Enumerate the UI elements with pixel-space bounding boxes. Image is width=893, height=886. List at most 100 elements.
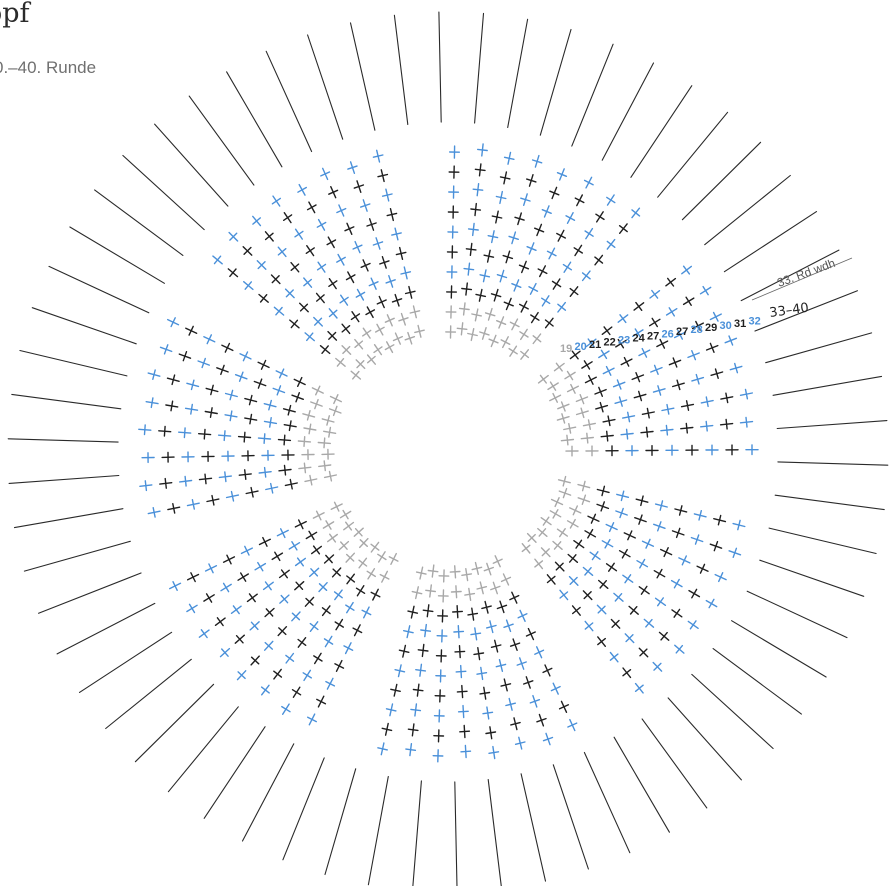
stitch-stroke <box>472 188 484 191</box>
stitch-symbol <box>534 223 545 237</box>
stitch-symbol <box>446 245 458 259</box>
stitch-stroke <box>617 338 625 349</box>
stitch-stroke <box>599 580 607 589</box>
stitch-stroke <box>252 217 261 225</box>
stitch-stroke <box>340 541 348 550</box>
stitch-symbol <box>293 376 306 387</box>
stitch-stroke <box>232 605 240 615</box>
stitch-symbol <box>345 552 355 563</box>
stitch-stroke <box>673 608 681 618</box>
stitch-stroke <box>509 321 520 328</box>
stitch-stroke <box>526 245 537 252</box>
stitch-stroke <box>425 589 436 593</box>
stitch-symbol <box>631 372 645 383</box>
stitch-symbol <box>728 547 742 558</box>
stitch-stroke <box>275 306 283 316</box>
stitch-stroke <box>600 501 605 512</box>
stitch-symbol <box>674 644 685 654</box>
stitch-stroke <box>422 609 434 613</box>
stitch-symbol <box>161 451 175 463</box>
spoke-line <box>56 602 156 655</box>
stitch-stroke <box>352 627 363 634</box>
stitch-symbol <box>198 473 213 485</box>
stitch-symbol <box>385 703 397 717</box>
spoke-line <box>349 22 376 131</box>
stitch-stroke <box>356 360 365 369</box>
stitch-stroke <box>712 311 719 322</box>
stitch-stroke <box>184 475 187 487</box>
stitch-stroke <box>728 335 734 346</box>
stitch-symbol <box>549 186 560 200</box>
stitch-symbol <box>503 151 515 165</box>
spoke-line <box>154 123 229 207</box>
stitch-stroke <box>152 507 156 518</box>
stitch-stroke <box>262 536 268 547</box>
stitch-stroke <box>681 555 687 566</box>
stitch-stroke <box>479 331 490 336</box>
stitch-symbol <box>620 356 633 367</box>
stitch-symbol <box>687 350 700 361</box>
stitch-symbol <box>483 562 494 576</box>
stitch-symbol <box>467 607 479 621</box>
stitch-stroke <box>499 176 511 180</box>
stitch-symbol <box>446 265 458 279</box>
stitch-symbol <box>390 683 401 697</box>
stitch-symbol <box>350 370 362 380</box>
stitch-stroke <box>541 297 551 305</box>
stitch-symbol <box>366 354 376 365</box>
stitch-stroke <box>571 350 579 360</box>
stitch-stroke <box>303 436 306 447</box>
stitch-stroke <box>345 604 355 611</box>
stitch-stroke <box>377 173 389 178</box>
stitch-symbol <box>625 445 639 457</box>
stitch-symbol <box>254 561 267 572</box>
stitch-symbol <box>559 589 569 601</box>
stitch-symbol <box>263 417 278 428</box>
spoke-line <box>704 174 791 246</box>
stitch-symbol <box>585 338 597 348</box>
stitch-stroke <box>298 519 304 530</box>
stitch-symbol <box>477 143 488 157</box>
stitch-stroke <box>201 357 207 369</box>
stitch-symbol <box>398 644 410 658</box>
stitch-symbol <box>581 270 591 282</box>
stitch-symbol <box>447 205 459 219</box>
stitch-stroke <box>542 667 553 674</box>
spoke-line <box>774 494 885 511</box>
stitch-stroke <box>584 622 594 630</box>
stitch-symbol <box>617 314 629 324</box>
stitch-symbol <box>612 379 626 390</box>
stitch-stroke <box>370 591 381 598</box>
stitch-symbol <box>265 482 279 494</box>
stitch-stroke <box>555 362 563 372</box>
stitch-stroke <box>549 381 557 391</box>
stitch-symbol <box>601 326 613 336</box>
stitch-symbol <box>377 742 388 756</box>
stitch-stroke <box>321 607 331 615</box>
stitch-symbol <box>271 551 284 562</box>
stitch-symbol <box>529 694 541 708</box>
stitch-symbol <box>358 557 368 569</box>
stitch-symbol <box>610 618 621 629</box>
stitch-stroke <box>271 275 280 284</box>
repeat-note: 33. Rd wdh <box>775 256 837 290</box>
stitch-symbol <box>227 268 239 278</box>
stitch-symbol <box>500 336 511 349</box>
stitch-stroke <box>737 519 741 531</box>
stitch-stroke <box>588 374 594 385</box>
stitch-symbol <box>355 359 366 370</box>
stitch-stroke <box>565 215 576 222</box>
stitch-stroke <box>183 427 186 439</box>
stitch-stroke <box>328 426 332 438</box>
stitch-symbol <box>353 527 364 537</box>
stitch-stroke <box>323 460 326 472</box>
stitch-symbol <box>392 332 403 345</box>
stitch-stroke <box>280 594 289 604</box>
stitch-symbol <box>277 626 288 637</box>
stitch-stroke <box>190 403 194 415</box>
stitch-symbol <box>305 244 315 257</box>
stitch-stroke <box>268 399 272 411</box>
stitch-symbol <box>311 545 322 555</box>
stitch-symbol <box>242 245 253 256</box>
